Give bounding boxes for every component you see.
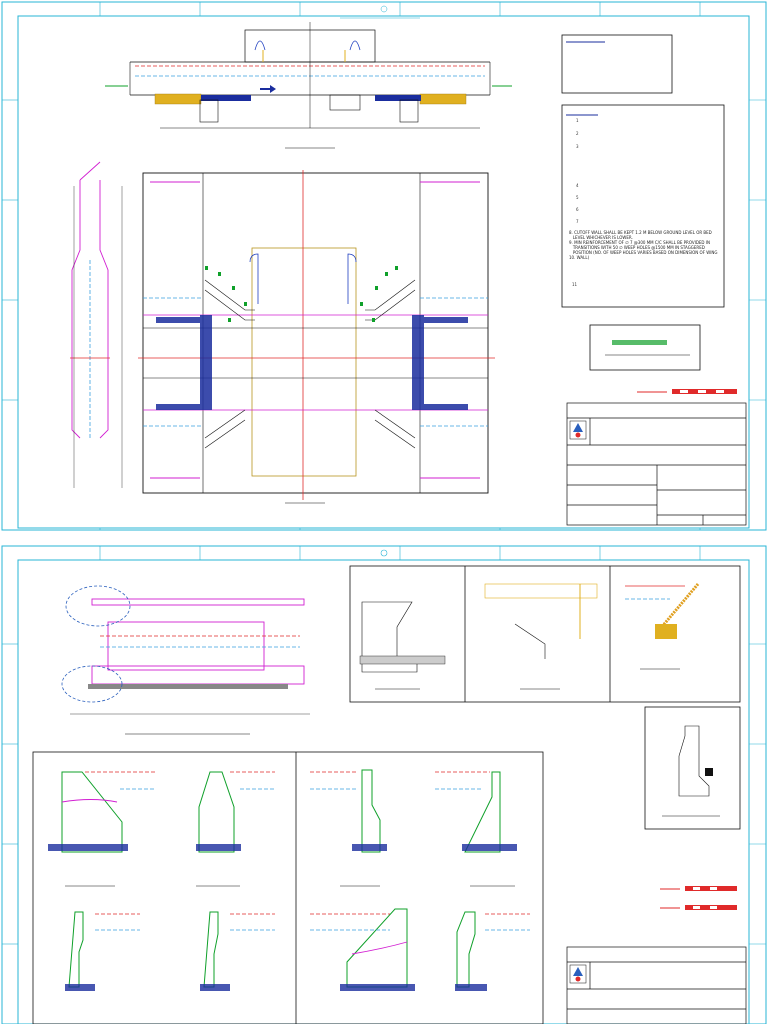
note-11: 11 — [572, 282, 578, 287]
note-5: 5 — [576, 195, 579, 200]
detail-box — [589, 324, 701, 371]
logo-icon — [569, 964, 587, 984]
note-3: 3 — [576, 144, 579, 149]
longitudinal-section — [105, 22, 512, 149]
drawing-sheet-1: 1 2 3 4 5 6 7 8. CUTOFF WALL SHALL BE KE… — [1, 1, 767, 531]
scale-bar — [637, 389, 737, 394]
detail-c — [625, 583, 700, 670]
sand-fill-left — [154, 93, 202, 105]
inner-border — [17, 15, 750, 529]
detail-panels — [32, 565, 741, 1024]
border-ticks — [2, 2, 766, 530]
notes-box — [561, 104, 725, 308]
flow-arrow-icon — [260, 85, 276, 93]
wall-hatch-left — [200, 315, 212, 410]
side-elevation — [70, 161, 123, 488]
detail-b — [484, 583, 598, 690]
legend-box — [561, 34, 673, 94]
wall-hatch-right — [412, 315, 424, 410]
outer-border — [1, 1, 767, 531]
center-box — [251, 247, 357, 477]
detail-d — [662, 725, 720, 817]
plan-view — [138, 170, 495, 504]
note-2: 2 — [576, 131, 579, 136]
pcc-left — [201, 95, 251, 101]
detail-a — [359, 601, 446, 690]
sand-fill-right — [419, 93, 467, 105]
pcc-right — [375, 95, 421, 101]
note-4: 4 — [576, 183, 579, 188]
border-ruler-top — [340, 5, 420, 19]
note-7: 7 — [576, 219, 579, 224]
note-6: 6 — [576, 207, 579, 212]
culvert-section — [61, 585, 310, 735]
title-block-2 — [566, 946, 747, 1024]
notes-text: 8. CUTOFF WALL SHALL BE KEPT 1.2 M BELOW… — [569, 230, 718, 260]
wing-wall-sections — [48, 769, 530, 991]
sheet-2-drawing — [1, 545, 767, 1024]
drawing-sheet-2 — [0, 544, 768, 1024]
scale-bar-2 — [660, 886, 737, 910]
title-block — [566, 402, 747, 526]
sheet-1-drawing — [1, 1, 767, 531]
logo-icon — [569, 420, 587, 440]
note-1: 1 — [576, 118, 579, 123]
